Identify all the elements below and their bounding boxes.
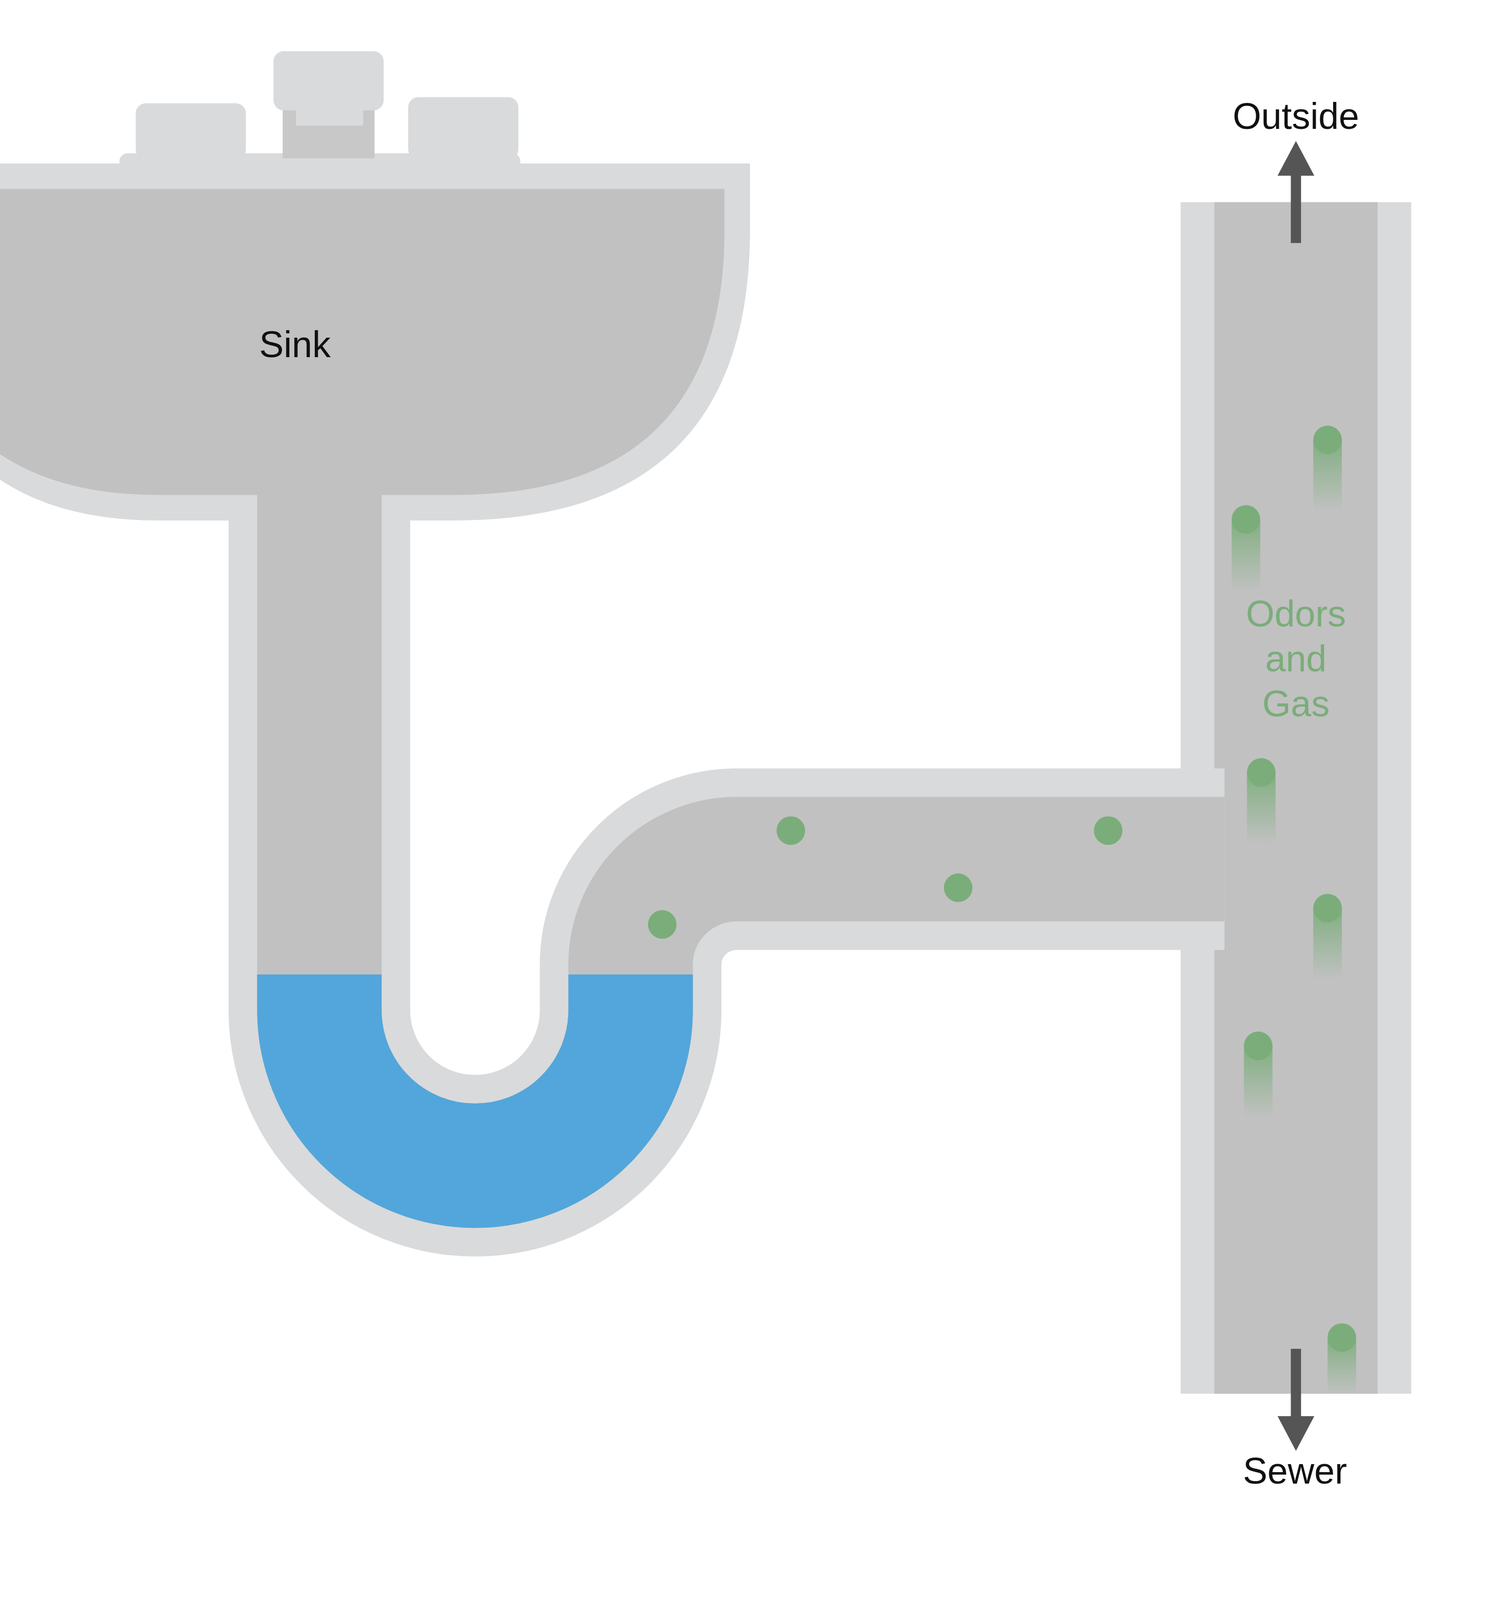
sewer-label: Sewer <box>1242 1450 1347 1493</box>
gas-dots <box>648 425 1357 1395</box>
faucet <box>119 51 521 170</box>
vent-stack <box>1214 202 1378 1395</box>
flow-arrows <box>1277 140 1315 1452</box>
sink-label-box: Sink <box>254 320 336 370</box>
sink-bowl <box>0 188 725 496</box>
sink-label: Sink <box>259 322 331 367</box>
vent-stack-region: Odors and Gas <box>1227 589 1365 730</box>
drain-pipe <box>319 490 1225 1167</box>
trap-water <box>319 974 631 1167</box>
sink-basin <box>0 163 750 521</box>
gas-label: Odors and Gas <box>1232 591 1360 727</box>
outside-label: Outside <box>1232 94 1360 138</box>
